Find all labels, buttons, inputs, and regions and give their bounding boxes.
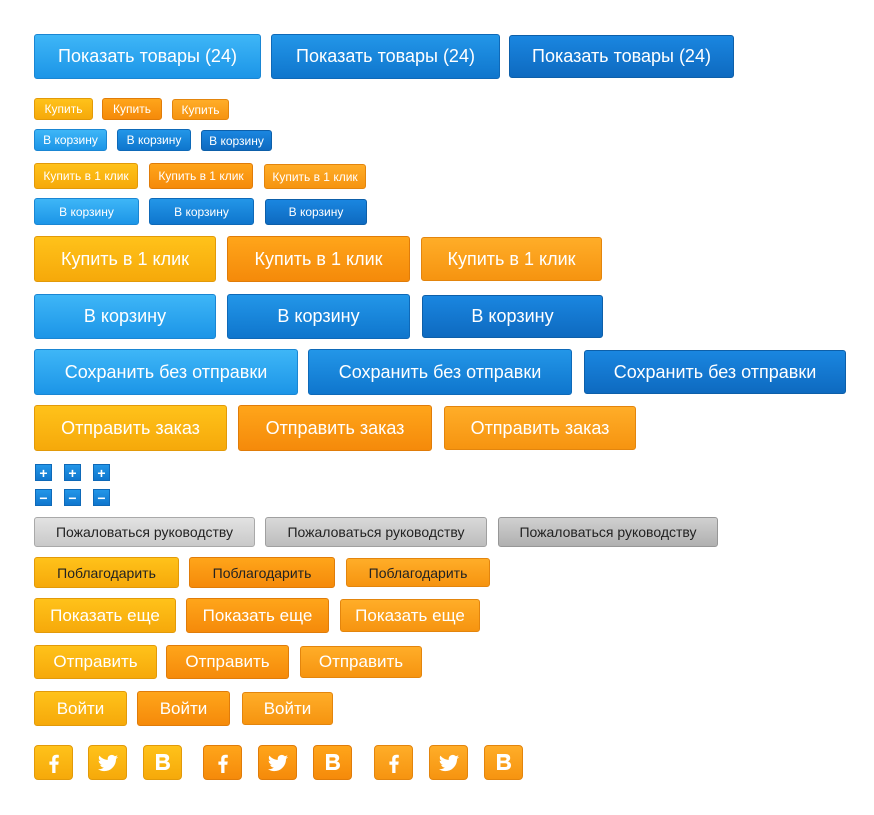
plus-button[interactable]: + [35, 464, 52, 481]
facebook-button[interactable] [374, 745, 413, 780]
buy-one-click-button[interactable]: Купить в 1 клик [34, 236, 216, 282]
add-to-cart-button[interactable]: В корзину [34, 129, 107, 151]
facebook-icon [217, 754, 228, 773]
add-to-cart-button[interactable]: В корзину [117, 129, 191, 151]
add-to-cart-button[interactable]: В корзину [201, 130, 272, 151]
add-to-cart-button[interactable]: В корзину [422, 295, 603, 338]
thank-button[interactable]: Поблагодарить [34, 557, 179, 588]
add-to-cart-button[interactable]: В корзину [34, 294, 216, 339]
vk-button[interactable] [313, 745, 352, 780]
save-without-sending-button[interactable]: Сохранить без отправки [584, 350, 846, 394]
add-to-cart-button[interactable]: В корзину [265, 199, 367, 225]
vk-icon [325, 753, 340, 770]
vk-button[interactable] [143, 745, 182, 780]
buy-button[interactable]: Купить [172, 99, 229, 120]
complain-button[interactable]: Пожаловаться руководству [498, 517, 718, 547]
complain-button[interactable]: Пожаловаться руководству [265, 517, 487, 547]
buy-button[interactable]: Купить [34, 98, 93, 120]
vk-icon [496, 753, 511, 770]
twitter-icon [97, 754, 118, 771]
show-more-button[interactable]: Показать еще [34, 598, 176, 633]
login-button[interactable]: Войти [34, 691, 127, 726]
show-goods-button[interactable]: Показать товары (24) [509, 35, 734, 78]
send-order-button[interactable]: Отправить заказ [444, 406, 636, 450]
show-more-button[interactable]: Показать еще [186, 598, 329, 633]
thank-button[interactable]: Поблагодарить [189, 557, 335, 588]
show-more-button[interactable]: Показать еще [340, 599, 480, 632]
show-goods-button[interactable]: Показать товары (24) [34, 34, 261, 79]
add-to-cart-button[interactable]: В корзину [34, 198, 139, 225]
buy-one-click-button[interactable]: Купить в 1 клик [149, 163, 253, 189]
send-order-button[interactable]: Отправить заказ [238, 405, 432, 451]
buy-button[interactable]: Купить [102, 98, 162, 120]
login-button[interactable]: Войти [242, 692, 333, 725]
twitter-button[interactable] [258, 745, 297, 780]
facebook-button[interactable] [203, 745, 242, 780]
complain-button[interactable]: Пожаловаться руководству [34, 517, 255, 547]
twitter-icon [438, 754, 459, 771]
send-button[interactable]: Отправить [34, 645, 157, 679]
minus-button[interactable]: − [35, 489, 52, 506]
facebook-icon [388, 754, 399, 773]
add-to-cart-button[interactable]: В корзину [227, 294, 410, 339]
plus-button[interactable]: + [64, 464, 81, 481]
save-without-sending-button[interactable]: Сохранить без отправки [34, 349, 298, 395]
twitter-icon [267, 754, 288, 771]
twitter-button[interactable] [429, 745, 468, 780]
vk-button[interactable] [484, 745, 523, 780]
add-to-cart-button[interactable]: В корзину [149, 198, 254, 225]
vk-icon [155, 753, 170, 770]
plus-button[interactable]: + [93, 464, 110, 481]
login-button[interactable]: Войти [137, 691, 230, 726]
minus-button[interactable]: − [64, 489, 81, 506]
thank-button[interactable]: Поблагодарить [346, 558, 490, 587]
send-order-button[interactable]: Отправить заказ [34, 405, 227, 451]
facebook-icon [48, 754, 59, 773]
buy-one-click-button[interactable]: Купить в 1 клик [421, 237, 602, 281]
facebook-button[interactable] [34, 745, 73, 780]
twitter-button[interactable] [88, 745, 127, 780]
save-without-sending-button[interactable]: Сохранить без отправки [308, 349, 572, 395]
show-goods-button[interactable]: Показать товары (24) [271, 34, 500, 79]
buy-one-click-button[interactable]: Купить в 1 клик [264, 164, 366, 189]
buy-one-click-button[interactable]: Купить в 1 клик [227, 236, 410, 282]
send-button[interactable]: Отправить [166, 645, 289, 679]
send-button[interactable]: Отправить [300, 646, 422, 678]
buy-one-click-button[interactable]: Купить в 1 клик [34, 163, 138, 189]
minus-button[interactable]: − [93, 489, 110, 506]
